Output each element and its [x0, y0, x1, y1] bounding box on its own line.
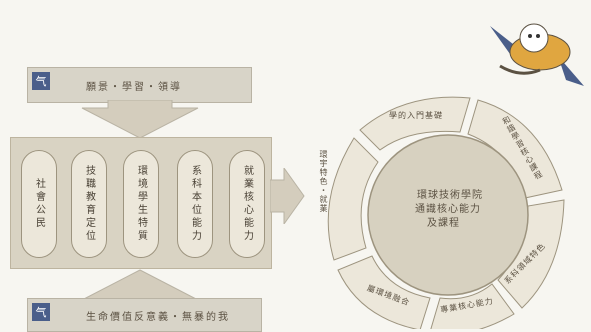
bottom-banner: 气 生命價值反意義・無暴的我 [27, 298, 262, 332]
core-circle [367, 134, 529, 296]
pillar-social-citizen: 社會公民 [21, 150, 57, 258]
mascot-illustration [490, 23, 584, 86]
pillar-employment-core: 就業核心能力 [229, 150, 265, 258]
logo-icon: 气 [32, 303, 50, 321]
pillars-frame: 社會公民 技職教育定位 環境學生特質 系科本位能力 就業核心能力 [10, 137, 272, 269]
bottom-banner-text: 生命價值反意義・無暴的我 [86, 311, 230, 323]
pillar-student-traits: 環境學生特質 [123, 150, 159, 258]
pillar-vocational-positioning: 技職教育定位 [71, 150, 107, 258]
pillar-department-ability: 系科本位能力 [177, 150, 213, 258]
down-arrow [81, 100, 199, 139]
ring-segment-upper-right [467, 99, 563, 199]
ring-segment-left [327, 137, 379, 261]
top-banner-text: 願景・學習・領導 [86, 81, 182, 93]
top-banner: 气 願景・學習・領導 [27, 67, 252, 103]
center-text-2: 通識核心能力 [415, 204, 481, 215]
logo-icon: 气 [32, 72, 50, 90]
center-text-3: 及課程 [427, 218, 460, 229]
segment-label-top: 學的入門基礎 [389, 111, 443, 120]
ring-segment-lower-right [430, 283, 515, 329]
ring-segment-top [359, 96, 471, 151]
core-ring-diagram [327, 96, 565, 329]
segment-label-left: 環宇特色・就業 [319, 150, 328, 213]
ring-segment-bottom [337, 255, 431, 329]
right-arrow [270, 168, 305, 224]
center-text-1: 環球技術學院 [417, 190, 483, 201]
